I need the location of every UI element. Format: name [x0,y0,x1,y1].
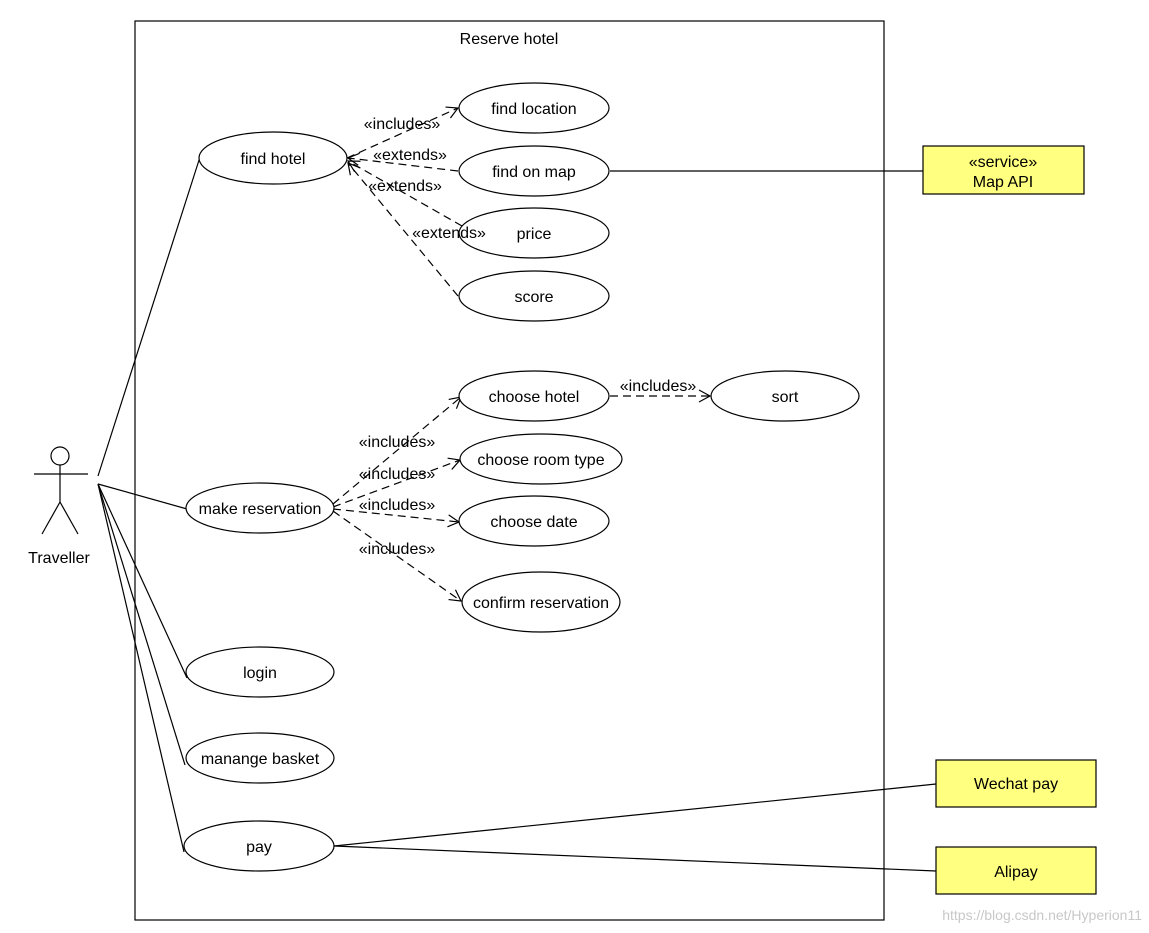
assoc-wechat [333,783,937,847]
label-includes-room-type: «includes» [359,466,436,483]
map-api-stereotype: «service» [969,154,1038,171]
actor-traveller[interactable]: Traveller [28,446,90,567]
label-extends-find-on-map: «extends» [373,147,447,164]
wechat-pay-label: Wechat pay [974,776,1058,793]
reservation-dependencies [332,389,712,602]
assoc-make-reservation [97,483,188,510]
map-api-name: Map API [973,174,1033,191]
use-case-login[interactable]: login [185,646,335,698]
dep-extends-find-on-map [346,152,459,172]
external-map-api[interactable]: «service» Map API [922,145,1085,195]
external-connections [333,170,937,872]
use-case-label: find location [491,101,576,118]
assoc-manage-basket [97,483,186,766]
label-extends-price: «extends» [368,178,442,195]
actor-associations [97,156,201,853]
assoc-login [97,483,188,679]
find-hotel-dependencies [346,106,463,297]
dep-includes-room-type [332,457,462,508]
use-case-label: choose date [490,514,577,531]
use-case-manage-basket[interactable]: manange basket [185,732,335,784]
alipay-label: Alipay [994,864,1038,881]
assoc-find-hotel [97,156,201,477]
assoc-alipay [333,845,937,872]
use-case-label: choose hotel [489,389,580,406]
watermark: https://blog.csdn.net/Hyperion11 [942,907,1142,923]
dep-extends-score [347,162,459,297]
dep-includes-date [332,508,461,528]
use-case-choose-hotel[interactable]: choose hotel [458,370,610,422]
dep-includes-choose-hotel [332,396,462,505]
label-includes-choose-hotel: «includes» [359,434,436,451]
use-case-label: score [514,289,553,306]
label-extends-score: «extends» [412,225,486,242]
dep-includes-confirm [332,510,463,602]
dep-includes-find-location [346,106,460,159]
use-case-label: price [517,226,552,243]
use-case-label: sort [772,389,799,406]
external-wechat-pay[interactable]: Wechat pay [935,759,1097,808]
use-case-label: choose room type [477,452,604,469]
dep-extends-price [346,160,463,227]
use-case-choose-date[interactable]: choose date [458,495,610,547]
label-includes-date: «includes» [359,497,436,514]
label-includes-sort: «includes» [620,378,697,395]
use-case-label: login [243,665,277,682]
use-case-label: confirm reservation [473,595,609,612]
use-case-label: find hotel [241,151,306,168]
use-case-label: manange basket [201,751,320,768]
use-case-find-location[interactable]: find location [458,82,610,134]
external-alipay[interactable]: Alipay [935,846,1097,895]
use-case-sort[interactable]: sort [710,370,860,422]
use-case-pay[interactable]: pay [183,820,335,872]
system-title: Reserve hotel [460,31,559,48]
label-includes-find-location: «includes» [364,116,441,133]
use-case-make-reservation[interactable]: make reservation [185,482,335,534]
use-case-price[interactable]: price [458,207,610,259]
use-case-score[interactable]: score [458,270,610,322]
relation-labels: «includes» «extends» «extends» «extends»… [359,116,697,558]
use-case-label: pay [246,839,272,856]
use-case-confirm-reservation[interactable]: confirm reservation [461,571,621,633]
actor-label: Traveller [28,550,90,567]
assoc-pay [97,483,185,853]
use-case-find-hotel[interactable]: find hotel [198,131,348,185]
use-case-label: find on map [492,164,576,181]
use-case-find-on-map[interactable]: find on map [458,145,610,197]
label-includes-confirm: «includes» [359,541,436,558]
use-case-label: make reservation [199,501,322,518]
use-case-choose-room-type[interactable]: choose room type [459,433,623,485]
